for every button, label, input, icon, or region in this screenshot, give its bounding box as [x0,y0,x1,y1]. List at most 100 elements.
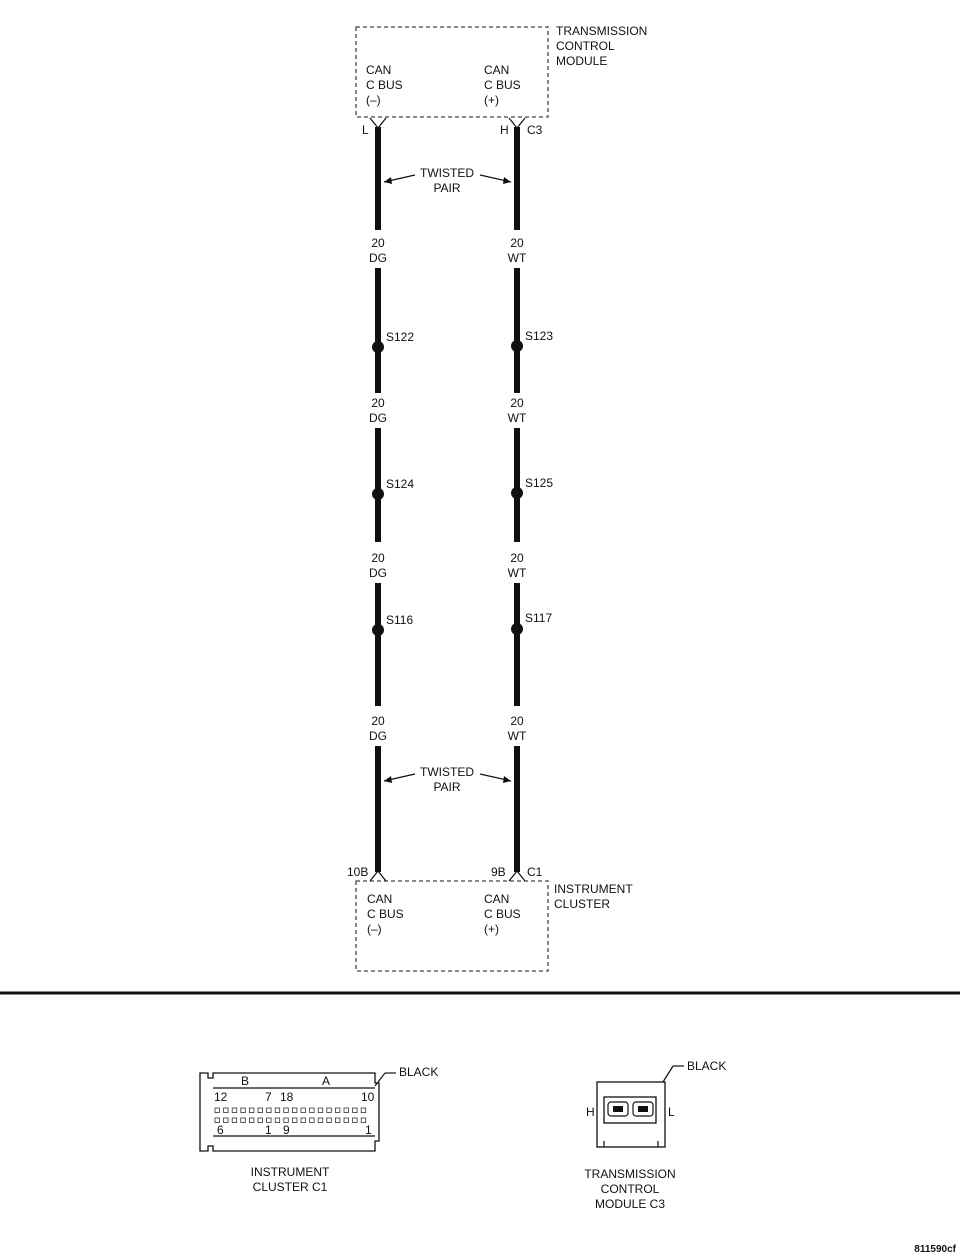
cluster-c1-pin-9: 9 [283,1123,290,1137]
tcm-title-line3: MODULE [556,54,607,68]
wire-right-label-4-gauge: 20 [510,714,524,728]
figure-id: 811590cf [914,1244,956,1255]
tcm-pin-right-line1: CAN [484,63,509,77]
cluster-left-terminal-mark [369,870,387,882]
tcm-title-line2: CONTROL [556,39,615,53]
tcm-c3-caption-line2: CONTROL [601,1182,660,1196]
wire-right-label-2-color: WT [508,411,527,425]
cavity [300,1107,306,1113]
cluster-terminal-right: 9B [491,865,506,879]
twisted-pair-top-line2: PAIR [433,181,460,195]
cavity [274,1107,281,1113]
cavity [223,1117,229,1123]
tcm-c3-color: BLACK [687,1059,726,1073]
twisted-pair-top-line1: TWISTED [420,166,474,180]
cavity [326,1117,332,1123]
cluster-c1-caption-line2: CLUSTER C1 [253,1180,328,1194]
wire-left-label-2-gauge: 20 [371,396,385,410]
tcm-c3-connector-view: H L BLACK TRANSMISSION CONTROL MODULE C3 [584,1059,726,1211]
tcm-pin-left-line1: CAN [366,63,391,77]
twisted-pair-bottom-line1: TWISTED [420,765,474,779]
cavity [352,1117,358,1123]
tcm-c3-caption-line3: MODULE C3 [595,1197,665,1211]
wire-right-label-2-gauge: 20 [510,396,524,410]
wire-left-label-3-gauge: 20 [371,551,385,565]
cluster-c1-pin-1b: 1 [265,1123,272,1137]
cluster-right-terminal-mark [508,870,526,882]
cavity [317,1107,324,1113]
cluster-c1-pin-10: 10 [361,1090,375,1104]
cavity [360,1107,367,1113]
tcm-c3-side-h: H [586,1105,595,1119]
tcm-c3-side-l: L [668,1105,675,1119]
cavity [240,1117,246,1123]
cavity [231,1107,238,1113]
cluster-c1-cavities [214,1107,367,1123]
splice-s117-label: S117 [525,611,552,625]
splice-s125 [511,487,523,499]
cavity [223,1107,229,1113]
tcm-terminal-left: L [362,123,369,137]
tcm-pin-right-line3: (+) [484,93,499,107]
cluster-pin-right-line3: (+) [484,922,499,936]
cavity [360,1117,367,1123]
cluster-c1-row-a: A [322,1074,330,1088]
twisted-pair-top: TWISTED PAIR [383,166,512,195]
cluster-title-line1: INSTRUMENT [554,882,633,896]
tcm-left-terminal-mark [369,117,387,129]
cluster-c1-caption-line1: INSTRUMENT [251,1165,330,1179]
cavity [334,1117,341,1123]
splice-s116 [372,624,384,636]
cavity [214,1107,220,1113]
cluster-c1-pin-1a: 1 [365,1123,372,1137]
cluster-terminal-left: 10B [347,865,368,879]
cavity [240,1107,246,1113]
cluster-c1-connector-view: B A 12 7 18 10 6 1 9 1 BLACK INSTRUMENT … [199,1065,438,1194]
tcm-right-terminal-mark [508,117,526,129]
wire-right-label-1-color: WT [508,251,527,265]
cavity [274,1117,281,1123]
cavity [266,1107,272,1113]
splice-s123-label: S123 [525,329,553,343]
cavity [326,1107,332,1113]
tcm-pin-left-line3: (–) [366,93,381,107]
cavity [283,1107,289,1113]
cluster-pin-right-line1: CAN [484,892,509,906]
cluster-pin-right-line2: C BUS [484,907,521,921]
cavity [266,1117,272,1123]
cavity [343,1117,349,1123]
twisted-pair-bottom: TWISTED PAIR [383,765,512,794]
splice-s117 [511,623,523,635]
cavity [291,1107,298,1113]
wire-right-label-4-color: WT [508,729,527,743]
cavity [248,1107,255,1113]
tcm-c3-caption-line1: TRANSMISSION [584,1167,675,1181]
cluster-pin-left-line3: (–) [367,922,382,936]
tcm-pin-left-line2: C BUS [366,78,403,92]
wire-left-label-1-color: DG [369,251,387,265]
cluster-c1-pin-6: 6 [217,1123,224,1137]
cluster-c1-pin-18: 18 [280,1090,294,1104]
tcm-pin-right-line2: C BUS [484,78,521,92]
cavity [283,1117,289,1123]
splice-s122-label: S122 [386,330,414,344]
cavity [309,1117,315,1123]
tcm-terminal-right: H [500,123,509,137]
wire-left-dg: 20 DG 20 DG 20 DG 20 DG S122 S124 S116 [369,127,414,872]
wire-right-label-3-color: WT [508,566,527,580]
cavity [257,1107,263,1113]
cavity [214,1117,220,1123]
cluster-c1-row-b: B [241,1074,249,1088]
splice-s122 [372,341,384,353]
tcm-module: TRANSMISSION CONTROL MODULE CAN C BUS (–… [355,24,647,137]
wire-right-label-3-gauge: 20 [510,551,524,565]
wire-right-label-1-gauge: 20 [510,236,524,250]
wire-left-label-3-color: DG [369,566,387,580]
tcm-connector-id: C3 [527,123,543,137]
cavity [291,1117,298,1123]
cavity [309,1107,315,1113]
cavity [317,1117,324,1123]
cavity [231,1117,238,1123]
wire-left-label-4-gauge: 20 [371,714,385,728]
cavity [257,1117,263,1123]
